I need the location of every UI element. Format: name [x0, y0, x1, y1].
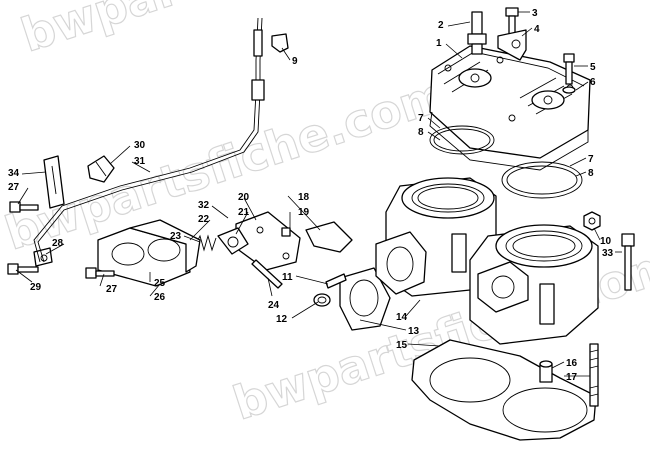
callout-15: 15 — [396, 340, 408, 351]
seal-12 — [313, 293, 331, 307]
o-rings-right — [501, 161, 583, 199]
callout-22: 22 — [198, 214, 210, 225]
callout-8-lower: 8 — [588, 168, 594, 179]
callout-12: 12 — [276, 314, 288, 325]
spark-plug — [467, 11, 487, 55]
intake-port — [375, 231, 427, 295]
cable-31 — [33, 17, 265, 263]
callout-8-upper: 8 — [418, 127, 424, 138]
callout-31: 31 — [134, 156, 146, 167]
callout-18: 18 — [298, 192, 310, 203]
clip-30 — [87, 155, 115, 183]
callout-27-lower: 27 — [106, 284, 118, 295]
callout-32: 32 — [198, 200, 210, 211]
stud-17 — [589, 343, 599, 407]
callout-labels: 1 2 3 4 5 6 7 8 7 8 9 10 11 12 13 14 15 … — [8, 8, 614, 383]
callout-17: 17 — [566, 372, 578, 383]
callout-11: 11 — [282, 272, 293, 283]
o-rings-left — [429, 125, 495, 155]
callout-27-upper: 27 — [8, 182, 20, 193]
callout-1: 1 — [436, 38, 442, 49]
bolt-33 — [621, 233, 635, 291]
screw-29 — [7, 263, 39, 275]
valve-blade-18 — [305, 221, 353, 253]
callout-5: 5 — [590, 62, 596, 73]
intake-adapter — [97, 219, 201, 287]
cylinder-front — [469, 224, 599, 345]
callout-3: 3 — [532, 8, 538, 19]
fitting-28 — [33, 247, 53, 267]
callout-26: 26 — [154, 292, 166, 303]
callout-34: 34 — [8, 168, 20, 179]
callout-6: 6 — [590, 77, 596, 88]
callout-19: 19 — [298, 207, 310, 218]
spring-23 — [195, 234, 217, 252]
callout-25: 25 — [154, 278, 166, 289]
callout-33: 33 — [602, 248, 614, 259]
callout-21: 21 — [238, 207, 250, 218]
bracket-9 — [271, 33, 289, 53]
dowel-16 — [539, 360, 553, 383]
nut-10 — [583, 211, 601, 231]
callout-23: 23 — [170, 231, 182, 242]
bolt-27-upper — [9, 201, 39, 213]
washer-11 — [325, 273, 347, 289]
screw-24 — [251, 259, 283, 289]
bolt-27-lower — [85, 267, 115, 279]
base-gasket — [411, 339, 597, 441]
bolt-5 — [563, 53, 575, 85]
callout-14: 14 — [396, 312, 408, 323]
callout-16: 16 — [566, 358, 578, 369]
callout-2: 2 — [438, 20, 444, 31]
pin-19 — [281, 227, 291, 237]
leader-lines — [15, 11, 622, 377]
callout-13: 13 — [408, 326, 420, 337]
callout-9: 9 — [292, 56, 298, 67]
callout-10: 10 — [600, 236, 612, 247]
washer-6 — [562, 86, 576, 94]
callout-7-lower: 7 — [588, 154, 594, 165]
callout-4: 4 — [534, 24, 540, 35]
bracket-34 — [43, 155, 65, 209]
bracket-4 — [497, 29, 527, 61]
callout-28: 28 — [52, 238, 64, 249]
callout-7-upper: 7 — [418, 113, 424, 124]
callout-20: 20 — [238, 192, 250, 203]
watermark-top: bwpartsfiche.com — [15, 0, 470, 62]
callout-30: 30 — [134, 140, 146, 151]
valve-21 — [217, 227, 249, 255]
exhaust-gasket — [339, 267, 391, 331]
callout-24: 24 — [268, 300, 280, 311]
callout-29: 29 — [30, 282, 42, 293]
